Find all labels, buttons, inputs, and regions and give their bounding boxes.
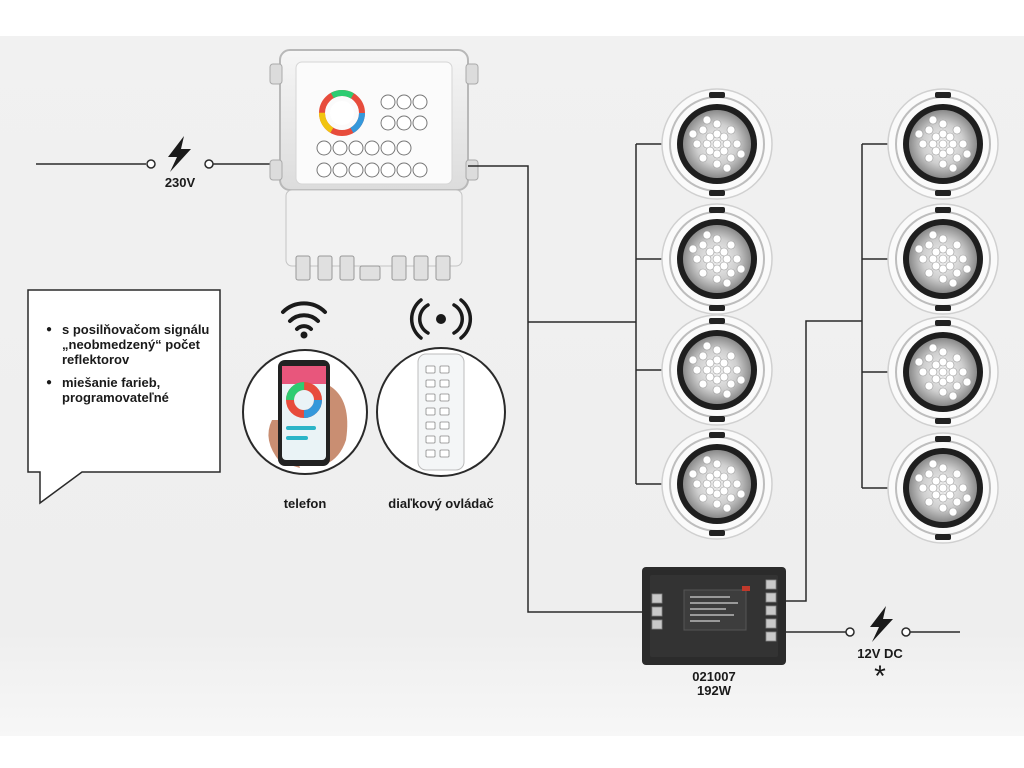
mains-voltage-label: 230V — [164, 175, 196, 190]
remote-control-image — [376, 347, 506, 477]
mains-lightning-bolt-icon — [168, 136, 191, 172]
pool-light — [887, 432, 999, 544]
callout-item: miešanie farieb, programovateľné — [46, 375, 216, 405]
pool-light — [887, 316, 999, 428]
pool-light — [661, 428, 773, 540]
phone-label: telefon — [283, 496, 327, 511]
pool-light — [661, 88, 773, 200]
remote-label: diaľkový ovládač — [388, 496, 494, 511]
controller-output-wires — [468, 143, 664, 613]
wifi-icon — [281, 301, 327, 331]
psu-power-label: 192W — [697, 683, 731, 698]
pool-light — [887, 203, 999, 315]
phone-image — [242, 349, 368, 475]
psu-output-wires — [786, 143, 960, 637]
power-supply-unit — [642, 567, 786, 665]
pool-light — [887, 88, 999, 200]
pool-light — [661, 314, 773, 426]
callout-item: s posilňovačom signálu „neobmedzený“ poč… — [46, 322, 216, 367]
pool-light — [661, 203, 773, 315]
psu-code-label: 021007 — [692, 669, 736, 684]
radio-signal-icon — [409, 298, 473, 340]
callout-feature-list: s posilňovačom signálu „neobmedzený“ poč… — [46, 322, 216, 413]
mains-input-line — [36, 159, 284, 169]
dc-voltage-label: 12V DC — [857, 646, 903, 661]
dc-lightning-bolt-icon — [870, 606, 893, 642]
asterisk-note: * — [874, 660, 886, 693]
light-group-1 — [661, 88, 773, 540]
light-group-2 — [887, 88, 999, 544]
controller-box — [269, 49, 479, 281]
